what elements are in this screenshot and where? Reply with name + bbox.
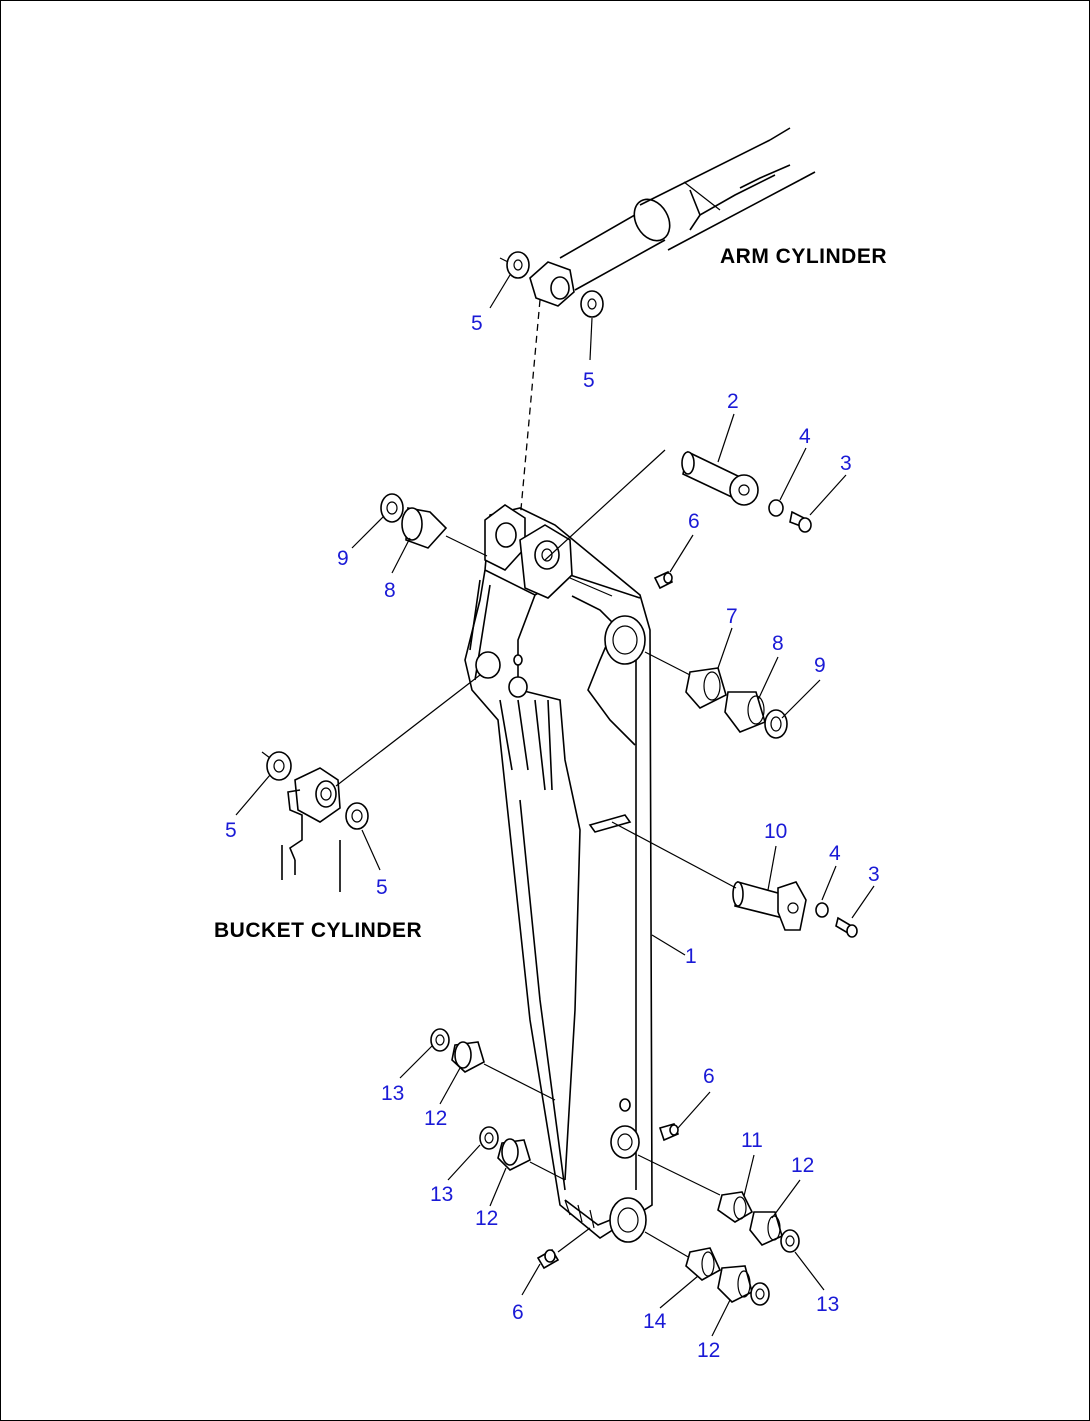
washer-4-middle [815, 902, 829, 918]
bucket-cylinder-caption: BUCKET CYLINDER [214, 919, 423, 942]
washer-9-right [764, 709, 788, 739]
grease-fitting-6-middle [658, 1123, 680, 1142]
washer-bottom [750, 1282, 770, 1306]
callout-3: 3 [868, 863, 880, 886]
pin-2 [681, 450, 759, 506]
callout-5: 5 [583, 369, 595, 392]
arm-cylinder-drawing [559, 127, 816, 291]
arm-cylinder-rod-eye [529, 261, 575, 307]
bushing-8-upper-left [401, 507, 448, 549]
callout-1: 1 [685, 945, 697, 968]
washer-5-arm-left [506, 251, 530, 279]
callout-6: 6 [703, 1065, 715, 1088]
arm-bottom-bosses [564, 1098, 647, 1243]
bushing-12-left-upper [451, 1041, 485, 1073]
washer-9-upper-left [380, 493, 404, 523]
leader-lines [235, 274, 875, 1337]
callout-12: 12 [475, 1207, 499, 1230]
washer-13-right [780, 1229, 800, 1253]
washer-13-left-lower [479, 1126, 499, 1150]
callout-9: 9 [814, 654, 826, 677]
callout-14: 14 [643, 1310, 667, 1333]
bucket-cylinder-drawing [281, 767, 341, 892]
callout-4: 4 [799, 425, 811, 448]
arm-mid-boss [475, 651, 528, 698]
bolt-3-top [789, 510, 812, 533]
callout-3: 3 [840, 452, 852, 475]
callout-11: 11 [741, 1129, 763, 1152]
washer-5-bucket-right [345, 802, 369, 830]
arm-side-boss [604, 615, 646, 665]
bushing-8-right [724, 691, 766, 733]
callout-10: 10 [764, 820, 788, 843]
bolt-3-middle [835, 916, 858, 938]
callout-12: 12 [697, 1339, 721, 1362]
washer-13-left-upper [430, 1028, 450, 1052]
arm-top-bosses [484, 504, 573, 599]
bushing-12-bottom [717, 1265, 753, 1303]
callout-5: 5 [471, 312, 483, 335]
callout-13: 13 [816, 1293, 840, 1316]
callout-12: 12 [791, 1154, 815, 1177]
bushing-7 [685, 667, 727, 709]
washer-5-arm-right [580, 290, 604, 318]
callout-6: 6 [688, 510, 700, 533]
pin-10 [732, 880, 807, 931]
grease-fitting-6-top [653, 570, 674, 590]
washer-4-top [768, 499, 784, 517]
callout-5: 5 [376, 876, 388, 899]
arm-cylinder-caption: ARM CYLINDER [720, 245, 887, 268]
callout-13: 13 [430, 1183, 454, 1206]
callout-7: 7 [726, 605, 738, 628]
callout-2: 2 [727, 390, 739, 413]
callout-8: 8 [772, 632, 784, 655]
bushing-14 [685, 1247, 722, 1281]
callout-9: 9 [337, 547, 349, 570]
callout-12: 12 [424, 1107, 448, 1130]
washer-5-bucket-left [266, 751, 292, 781]
bushing-11 [717, 1191, 754, 1223]
arm-body [464, 507, 653, 1239]
callout-13: 13 [381, 1082, 405, 1105]
callout-6: 6 [512, 1301, 524, 1324]
bushing-12-right-upper [749, 1211, 783, 1246]
callout-8: 8 [384, 579, 396, 602]
bushing-12-left-lower [497, 1138, 531, 1171]
callout-5: 5 [225, 819, 237, 842]
callout-4: 4 [829, 842, 841, 865]
grease-fitting-6-bottom [536, 1248, 560, 1270]
